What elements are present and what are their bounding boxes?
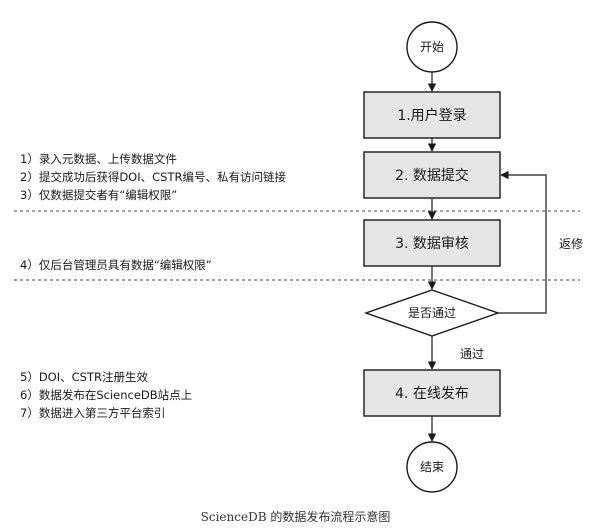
note-2: 2）提交成功后获得DOI、CSTR编号、私有访问链接 <box>20 170 286 184</box>
start-label: 开始 <box>420 40 444 54</box>
decision-label: 是否通过 <box>408 306 456 320</box>
note-5: 5）DOI、CSTR注册生效 <box>20 370 148 384</box>
login-box <box>363 91 501 139</box>
note-7: 7）数据进入第三方平台索引 <box>20 406 166 420</box>
end-label: 结束 <box>420 460 444 474</box>
review-label: 3. 数据审核 <box>395 236 469 252</box>
login-label: 1.用户登录 <box>397 107 466 124</box>
note-3: 3）仅数据提交者有“编辑权限” <box>20 188 178 202</box>
figure-caption: ScienceDB 的数据发布流程示意图 <box>200 510 391 524</box>
publish-box <box>363 369 501 417</box>
revise-label: 返修 <box>559 236 583 251</box>
submit-label: 2. 数据提交 <box>395 167 469 184</box>
note-4: 4）仅后台管理员具有数据“编辑权限” <box>20 258 212 272</box>
end-node <box>406 441 458 493</box>
publish-label: 4. 在线发布 <box>395 386 469 402</box>
pass-label: 通过 <box>460 347 484 361</box>
revise-loop-arrow <box>498 170 547 314</box>
note-1: 1）录入元数据、上传数据文件 <box>20 152 177 166</box>
note-6: 6）数据发布在ScienceDB站点上 <box>20 388 193 402</box>
